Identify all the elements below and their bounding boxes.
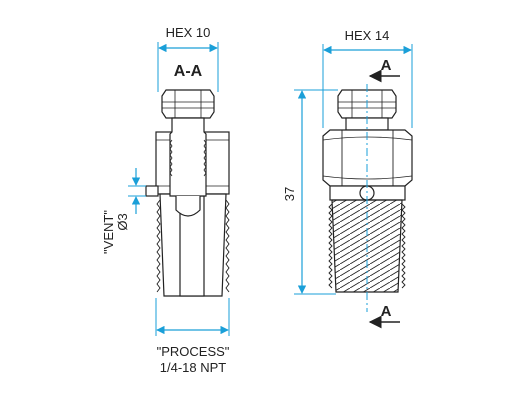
vent-diameter: Ø3 [115,213,130,230]
process-dimension: "PROCESS" 1/4-18 NPT [155,298,230,375]
section-marker-bottom: A [368,303,400,329]
thread-label: 1/4-18 NPT [160,360,227,375]
vent-label: "VENT" [101,210,116,254]
hex14-label: HEX 14 [345,28,390,43]
height-dimension: 37 [282,89,338,295]
hex10-dimension: HEX 10 [157,25,219,92]
section-marker-top-label: A [381,57,392,74]
process-label: "PROCESS" [157,344,230,359]
section-body [145,117,230,297]
section-view: HEX 10 A-A [101,25,230,375]
section-marker-bottom-label: A [381,303,392,320]
vent-dimension: "VENT" Ø3 [101,168,146,254]
section-hex-nut [161,89,215,119]
height-label: 37 [282,187,297,201]
section-marker-top: A [368,57,400,83]
section-title: A-A [174,63,203,80]
hex14-dimension: HEX 14 [322,28,413,128]
external-view: HEX 14 A [282,28,413,329]
hex10-label: HEX 10 [166,25,211,40]
